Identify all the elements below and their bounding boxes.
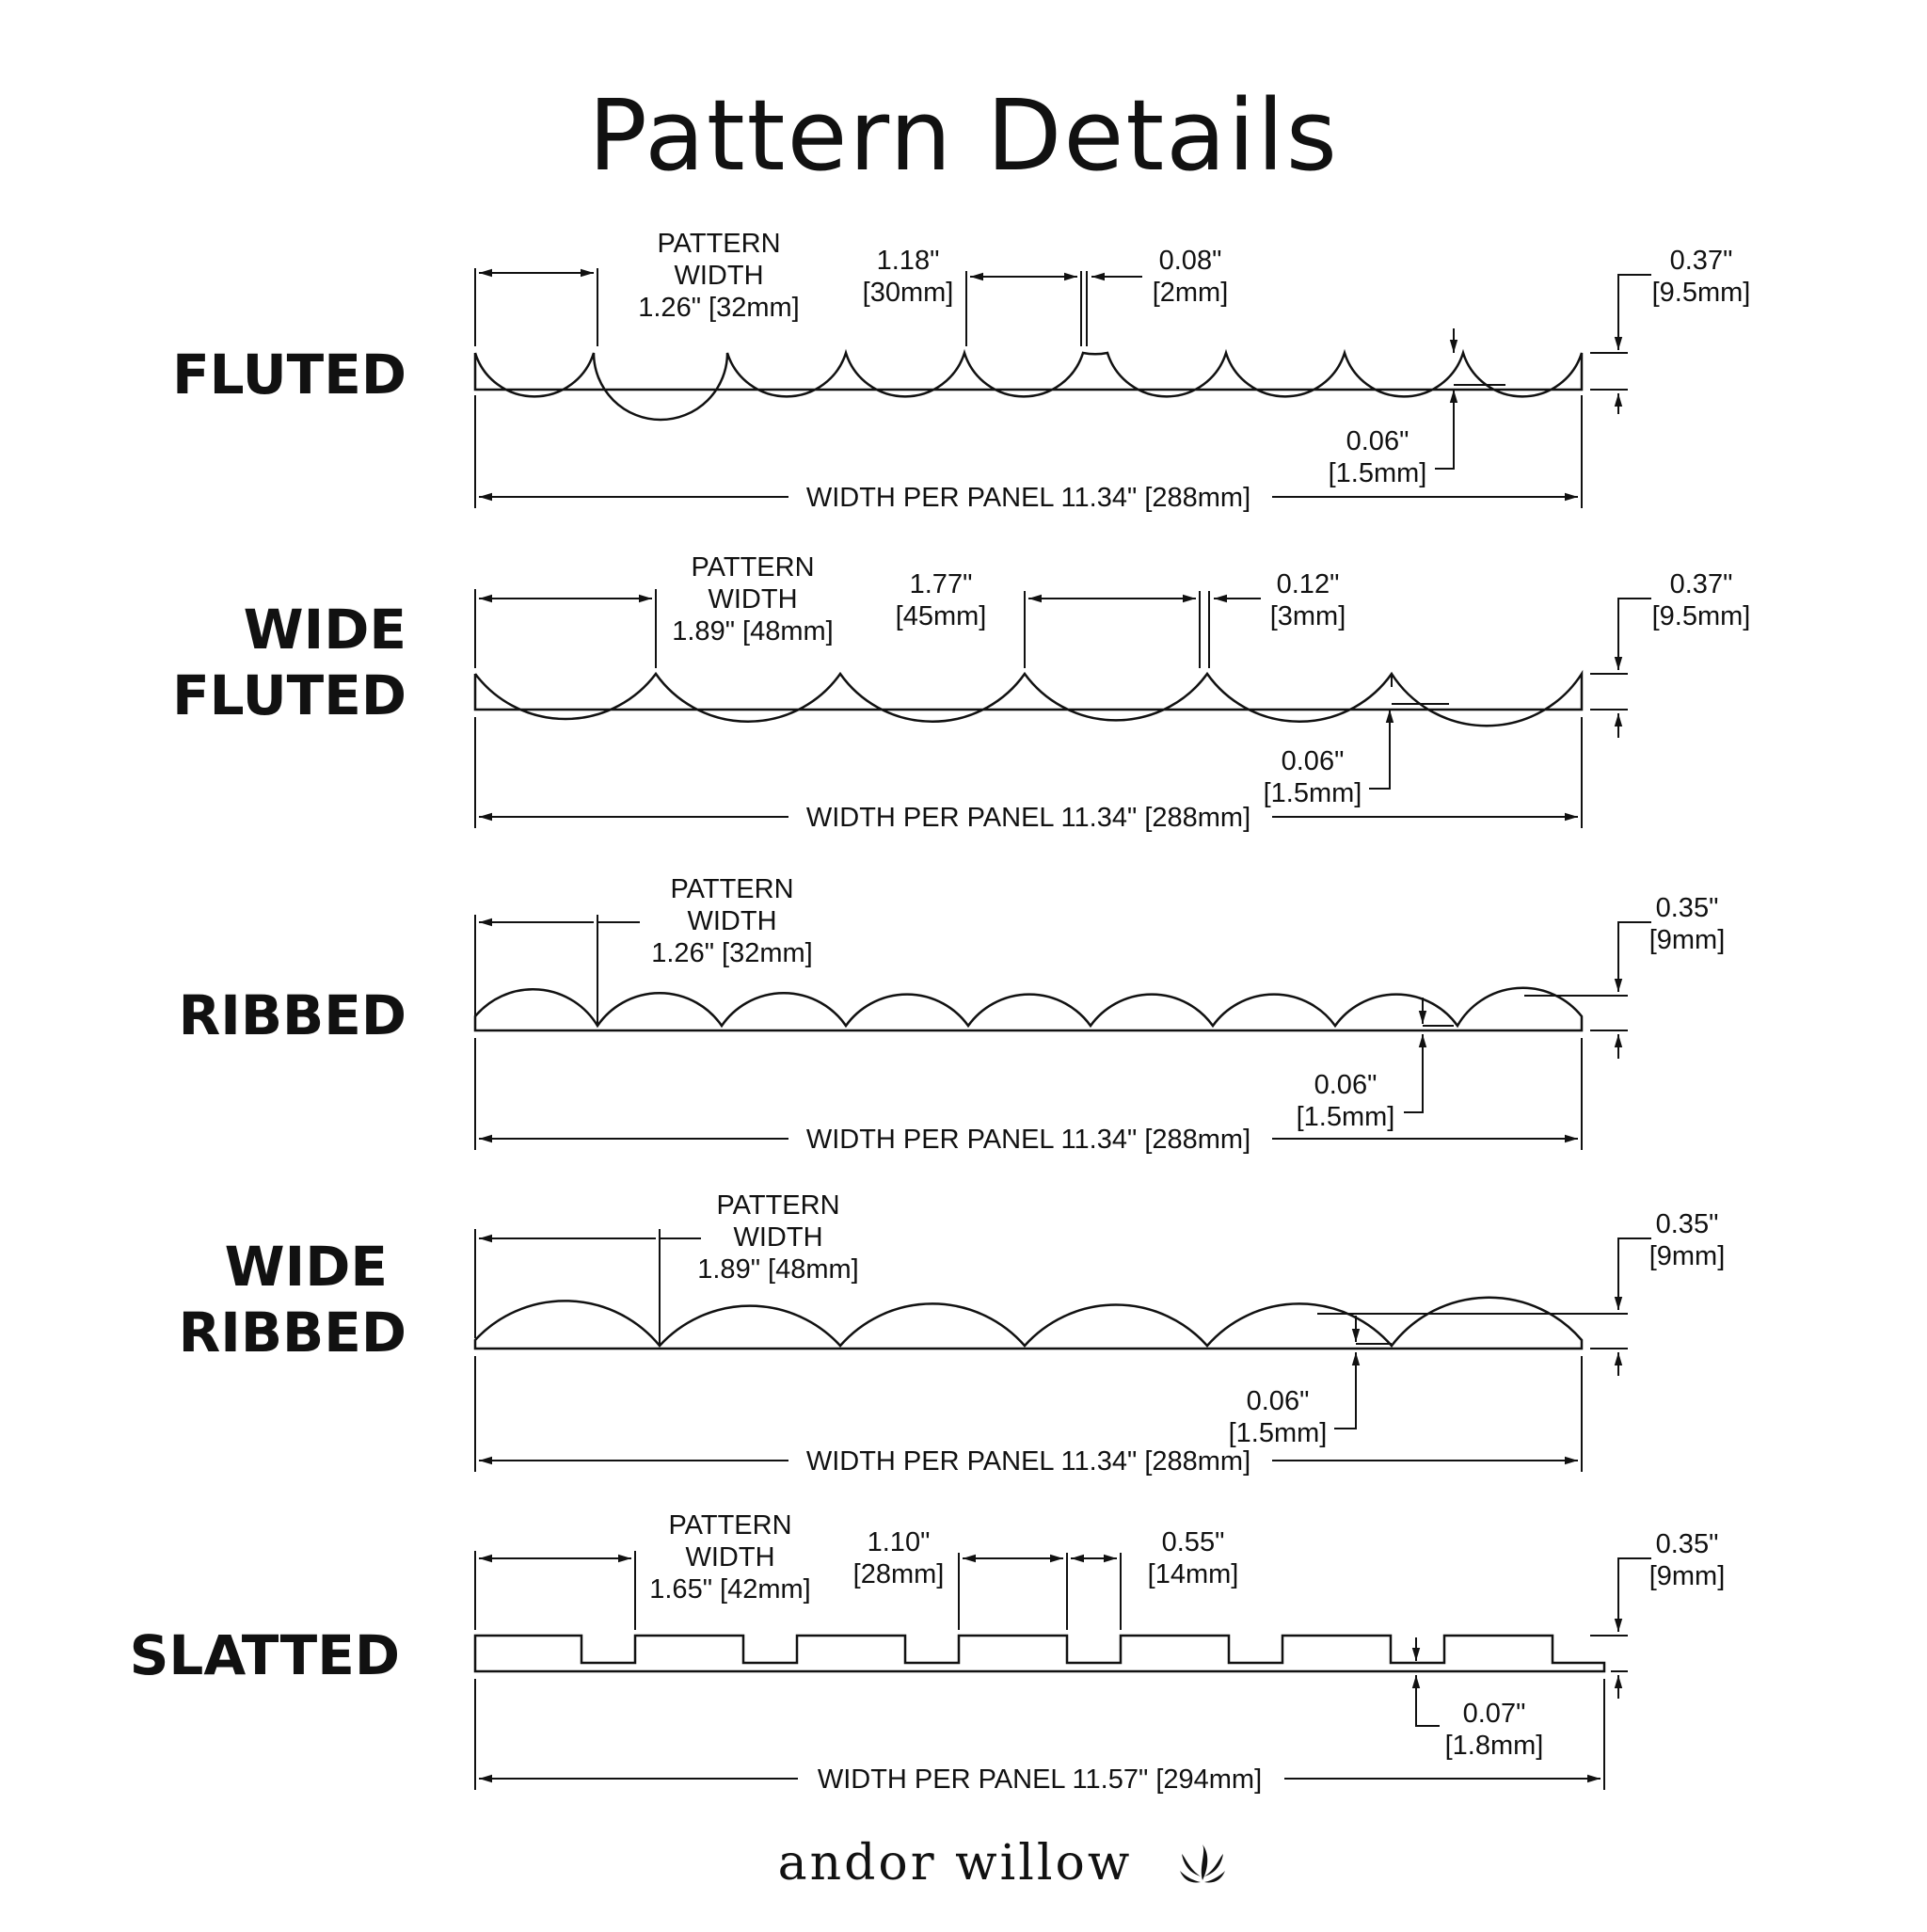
panel-width-label: WIDTH PER PANEL 11.34" [288mm]	[806, 483, 1250, 513]
svg-text:[1.5mm]: [1.5mm]	[1329, 458, 1427, 488]
svg-text:[3mm]: [3mm]	[1270, 601, 1346, 631]
slat-width-label: 1.10" [28mm]	[853, 1527, 945, 1589]
svg-text:WIDTH: WIDTH	[708, 584, 797, 615]
svg-text:[9mm]: [9mm]	[1649, 1241, 1726, 1271]
svg-text:PATTERN: PATTERN	[716, 1190, 839, 1221]
pattern-wide-ribbed: WIDE RIBBED PATTERN WIDTH 1.89" [48mm] 0…	[179, 1190, 1726, 1477]
pattern-label: WIDE	[244, 598, 406, 662]
fluted-profile	[473, 348, 1584, 422]
svg-text:WIDTH: WIDTH	[733, 1222, 822, 1253]
pattern-width-label: PATTERN WIDTH 1.89" [48mm]	[697, 1190, 858, 1285]
panel-width-label: WIDTH PER PANEL 11.57" [294mm]	[818, 1764, 1262, 1795]
thickness-label: 0.37" [9.5mm]	[1652, 246, 1751, 308]
svg-text:0.35": 0.35"	[1656, 893, 1719, 923]
pattern-width-label: PATTERN WIDTH 1.26" [32mm]	[651, 874, 812, 968]
svg-text:1.77": 1.77"	[910, 569, 973, 599]
depth-label: 0.07" [1.8mm]	[1445, 1699, 1544, 1761]
svg-text:[14mm]: [14mm]	[1148, 1559, 1239, 1589]
pattern-slatted: SLATTED PATTERN WIDTH 1.65" [42mm] 1.10"…	[130, 1510, 1726, 1795]
panel-width-label: WIDTH PER PANEL 11.34" [288mm]	[806, 1125, 1250, 1155]
pattern-label: RIBBED	[179, 983, 406, 1047]
svg-text:1.26" [32mm]: 1.26" [32mm]	[651, 938, 812, 968]
depth-label: 0.06" [1.5mm]	[1297, 1070, 1395, 1132]
panel-width-label: WIDTH PER PANEL 11.34" [288mm]	[806, 803, 1250, 833]
svg-text:0.35": 0.35"	[1656, 1529, 1719, 1559]
svg-text:0.08": 0.08"	[1159, 246, 1222, 276]
svg-text:[1.5mm]: [1.5mm]	[1264, 778, 1362, 808]
pattern-fluted: FLUTED PATTERN WIDTH 1.26" [32mm] 1.18" …	[172, 229, 1750, 513]
svg-text:0.55": 0.55"	[1162, 1527, 1225, 1557]
svg-text:[9mm]: [9mm]	[1649, 1561, 1726, 1591]
depth-label: 0.06" [1.5mm]	[1329, 426, 1427, 488]
svg-text:PATTERN: PATTERN	[657, 229, 780, 259]
flute-width-label: 1.18" [30mm]	[863, 246, 954, 308]
svg-text:0.12": 0.12"	[1277, 569, 1340, 599]
brand-logo: andor willow	[778, 1835, 1225, 1892]
svg-text:0.37": 0.37"	[1670, 246, 1733, 276]
panel-width-label: WIDTH PER PANEL 11.34" [288mm]	[806, 1446, 1250, 1477]
pattern-width-label: PATTERN WIDTH 1.65" [42mm]	[649, 1510, 810, 1605]
svg-text:0.06": 0.06"	[1282, 746, 1345, 776]
wide-fluted-profile	[473, 669, 1584, 727]
thickness-label: 0.35" [9mm]	[1649, 893, 1726, 955]
svg-text:PATTERN: PATTERN	[668, 1510, 791, 1541]
ribbed-profile	[473, 986, 1584, 1032]
svg-text:[1.5mm]: [1.5mm]	[1229, 1418, 1328, 1448]
thickness-label: 0.35" [9mm]	[1649, 1529, 1726, 1591]
slatted-profile	[473, 1634, 1606, 1673]
svg-text:0.37": 0.37"	[1670, 569, 1733, 599]
svg-text:0.06": 0.06"	[1314, 1070, 1378, 1100]
svg-text:[30mm]: [30mm]	[863, 278, 954, 308]
pattern-label: FLUTED	[172, 343, 406, 407]
svg-text:[1.5mm]: [1.5mm]	[1297, 1102, 1395, 1132]
svg-text:1.89" [48mm]: 1.89" [48mm]	[672, 616, 833, 647]
groove-width-label: 0.55" [14mm]	[1148, 1527, 1239, 1589]
svg-text:0.06": 0.06"	[1247, 1386, 1310, 1416]
pattern-wide-fluted: WIDE FLUTED PATTERN WIDTH 1.89" [48mm] 1…	[172, 552, 1750, 833]
gap-width-label: 0.08" [2mm]	[1153, 246, 1229, 308]
pattern-width-label: PATTERN WIDTH 1.89" [48mm]	[672, 552, 833, 647]
pattern-label: RIBBED	[179, 1301, 406, 1365]
gap-width-label: 0.12" [3mm]	[1270, 569, 1346, 631]
leaf-icon	[1180, 1844, 1225, 1883]
svg-text:1.10": 1.10"	[868, 1527, 931, 1557]
pattern-label: WIDE	[225, 1235, 388, 1299]
pattern-width-label: PATTERN WIDTH 1.26" [32mm]	[638, 229, 799, 323]
wide-ribbed-profile	[473, 1296, 1584, 1350]
depth-label: 0.06" [1.5mm]	[1264, 746, 1362, 808]
svg-text:WIDTH: WIDTH	[674, 261, 763, 291]
svg-text:1.89" [48mm]: 1.89" [48mm]	[697, 1254, 858, 1285]
thickness-label: 0.35" [9mm]	[1649, 1209, 1726, 1271]
svg-text:[9.5mm]: [9.5mm]	[1652, 278, 1751, 308]
svg-text:[45mm]: [45mm]	[896, 601, 987, 631]
svg-text:PATTERN: PATTERN	[670, 874, 793, 904]
svg-text:WIDTH: WIDTH	[687, 906, 776, 936]
pattern-ribbed: RIBBED PATTERN WIDTH 1.26" [32mm] 0.35" …	[179, 874, 1726, 1155]
svg-text:WIDTH: WIDTH	[685, 1542, 774, 1573]
pattern-label: FLUTED	[172, 663, 406, 727]
svg-text:PATTERN: PATTERN	[691, 552, 814, 583]
depth-label: 0.06" [1.5mm]	[1229, 1386, 1328, 1448]
svg-text:1.26" [32mm]: 1.26" [32mm]	[638, 293, 799, 323]
svg-text:[2mm]: [2mm]	[1153, 278, 1229, 308]
pattern-label: SLATTED	[130, 1623, 400, 1687]
flute-width-label: 1.77" [45mm]	[896, 569, 987, 631]
page-title: Pattern Details	[588, 78, 1339, 193]
svg-text:[9.5mm]: [9.5mm]	[1652, 601, 1751, 631]
svg-text:[28mm]: [28mm]	[853, 1559, 945, 1589]
svg-text:[1.8mm]: [1.8mm]	[1445, 1731, 1544, 1761]
svg-text:[9mm]: [9mm]	[1649, 925, 1726, 955]
svg-text:0.06": 0.06"	[1346, 426, 1409, 456]
svg-text:1.18": 1.18"	[877, 246, 940, 276]
brand-name: andor willow	[778, 1835, 1133, 1892]
svg-text:0.07": 0.07"	[1463, 1699, 1526, 1729]
svg-text:1.65" [42mm]: 1.65" [42mm]	[649, 1574, 810, 1605]
svg-text:0.35": 0.35"	[1656, 1209, 1719, 1239]
thickness-label: 0.37" [9.5mm]	[1652, 569, 1751, 631]
